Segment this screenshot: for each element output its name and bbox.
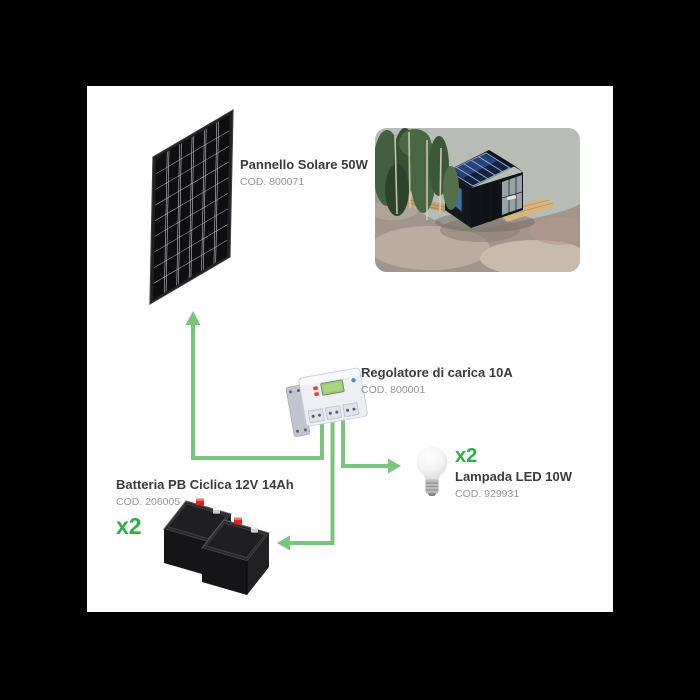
arrow-up-icon — [185, 311, 201, 325]
battery-label: Batteria PB Ciclica 12V 14Ah COD. 206005… — [116, 477, 294, 539]
regulator-code: COD. 800001 — [361, 383, 426, 396]
regulator-label: Regolatore di carica 10A COD. 800001 — [361, 365, 513, 396]
wire-regulator-to-panel — [185, 311, 324, 460]
regulator-terminals — [307, 402, 360, 424]
regulator-led-red — [313, 386, 318, 391]
charge-regulator-illustration — [285, 367, 368, 437]
wire-regulator-to-lamp — [341, 418, 401, 474]
arrow-right-icon — [388, 458, 401, 474]
panel-title: Pannello Solare 50W — [240, 157, 368, 172]
regulator-title: Regolatore di carica 10A — [361, 365, 513, 380]
lamp-code: COD. 929931 — [455, 487, 520, 500]
panel-label: Pannello Solare 50W COD. 800071 — [240, 157, 368, 188]
kit-diagram — [149, 109, 448, 596]
regulator-led-red — [314, 392, 319, 397]
battery-title: Batteria PB Ciclica 12V 14Ah — [116, 477, 294, 492]
regulator-led-blue — [351, 378, 356, 383]
led-bulb-illustration — [416, 446, 448, 496]
battery-quantity: x2 — [116, 513, 142, 539]
lamp-title: Lampada LED 10W — [455, 469, 573, 484]
cabin-photo — [375, 128, 580, 272]
photo-trees — [375, 128, 459, 220]
battery-code: COD. 206005 — [116, 495, 181, 508]
solar-panel-illustration — [149, 109, 234, 305]
wire-regulator-to-battery — [277, 418, 335, 551]
photo-solar-roof — [447, 152, 512, 187]
lamp-quantity: x2 — [455, 445, 478, 467]
diagram-canvas: Pannello Solare 50W COD. 800071 Regolato… — [87, 86, 613, 612]
panel-code: COD. 800071 — [240, 175, 305, 188]
lamp-label: x2 Lampada LED 10W COD. 929931 — [455, 445, 572, 500]
arrow-left-icon — [277, 535, 290, 551]
